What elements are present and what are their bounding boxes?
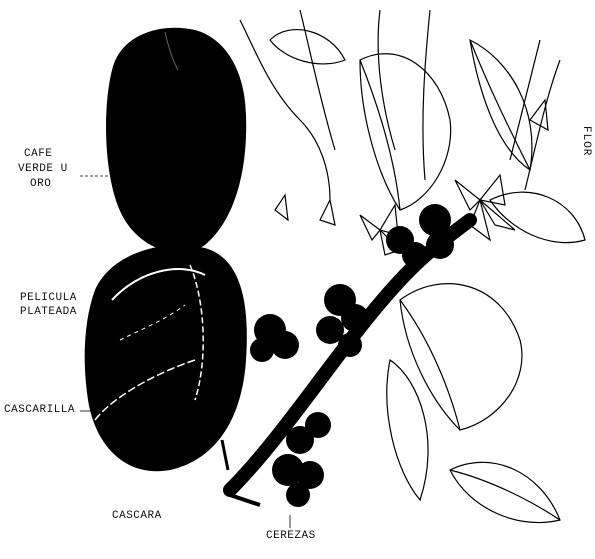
label-cerezas: CEREZAS [266,530,316,543]
label-cascara: CASCARA [112,510,162,523]
label-cafe-verde-line2: VERDE U [18,163,68,176]
label-cafe-verde-line1: CAFE [24,148,52,161]
label-cascarilla: CASCARILLA [4,404,75,417]
label-pelicula-line1: PELICULA [20,292,77,305]
label-cafe-verde-line3: ORO [30,178,51,191]
husk-bean-shape [85,245,247,471]
cherries [250,204,454,507]
label-pelicula-line2: PLATEADA [20,306,77,319]
green-bean-shape [106,28,246,253]
label-flor: FLOR [578,126,592,156]
